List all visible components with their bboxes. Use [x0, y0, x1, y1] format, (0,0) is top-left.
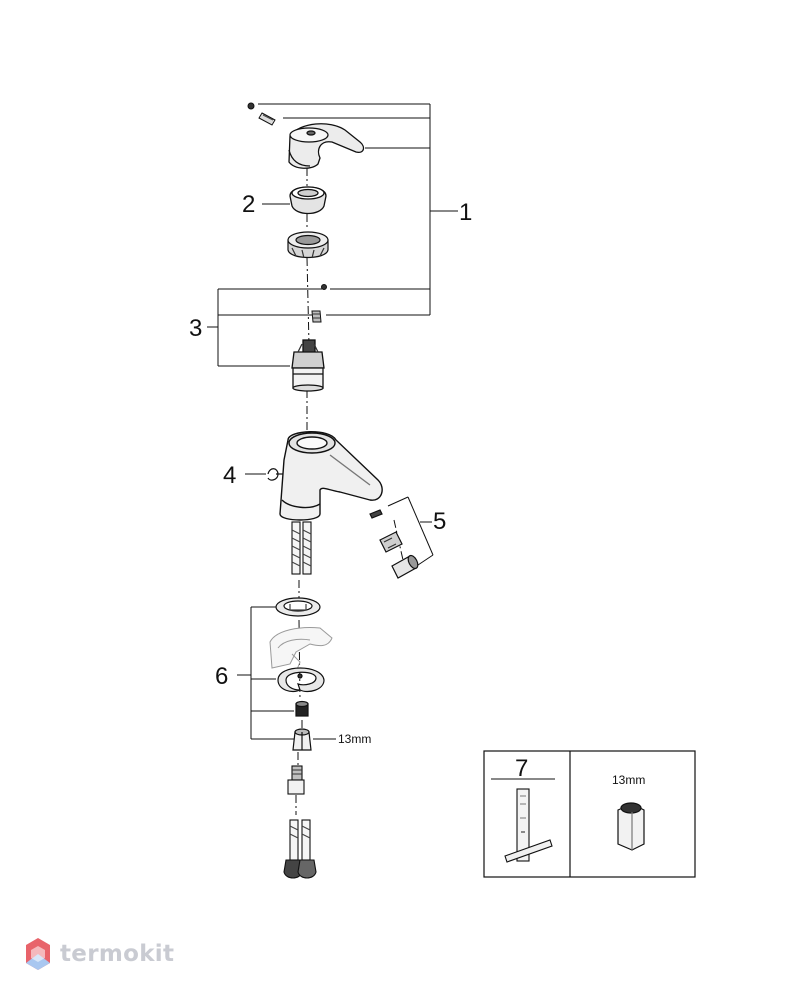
hose-ends	[283, 819, 317, 879]
cartridge	[291, 339, 325, 392]
nut-size-label: 13mm	[338, 732, 371, 746]
aerator-set	[369, 509, 419, 579]
gasket-ghost	[269, 627, 333, 673]
inset-title: 7	[515, 755, 528, 782]
inset-nut-size-label: 13mm	[612, 773, 645, 787]
wrench-tool-drawing	[504, 788, 553, 863]
callout-4-label: 4	[223, 462, 236, 489]
watermark-text: termokit	[60, 941, 175, 967]
callout-3-leader	[207, 288, 322, 367]
hexagon-logo-icon	[26, 938, 50, 970]
callout-3-label: 3	[189, 315, 202, 342]
faucet-body	[279, 431, 383, 521]
callout-1-leader	[258, 103, 458, 316]
cartridge-screw	[311, 284, 327, 323]
callout-1-label: 1	[459, 199, 472, 226]
small-nut	[295, 700, 309, 717]
hex-socket-drawing	[617, 802, 645, 851]
popup-rod	[267, 468, 283, 481]
callout-5-label: 5	[433, 508, 446, 535]
cap-ring	[289, 186, 327, 215]
supply-hoses	[291, 521, 312, 575]
threaded-rod	[287, 765, 305, 795]
tool-inset: 7 13mm	[483, 750, 696, 878]
mounting-washer	[275, 597, 321, 617]
lever-handle	[288, 123, 365, 169]
threaded-nut	[287, 231, 329, 259]
horseshoe-clamp	[277, 667, 325, 693]
callout-6-leader	[237, 606, 294, 740]
callout-2-label: 2	[242, 191, 255, 218]
set-screw	[247, 102, 276, 126]
callout-6-label: 6	[215, 663, 228, 690]
hex-nut	[292, 728, 312, 751]
watermark-logo: termokit	[24, 936, 174, 972]
